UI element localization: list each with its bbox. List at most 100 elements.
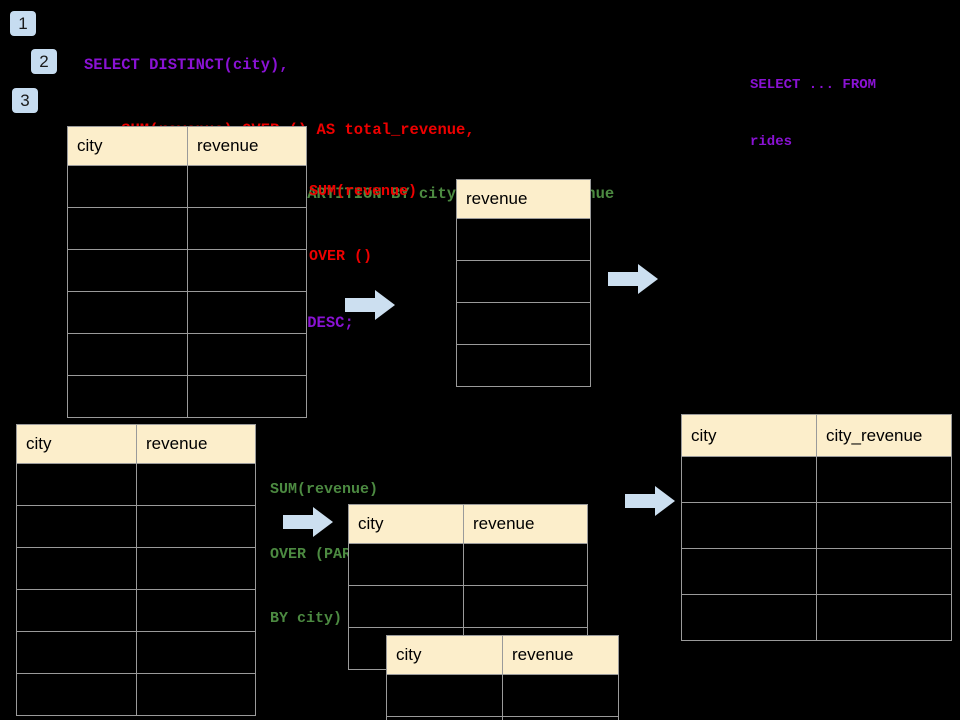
arrow-rides-to-total-revenue [345,288,395,327]
cell-revenue [456,218,591,261]
table-row [67,291,307,334]
cell-city [681,456,817,503]
annotation-over-partition-line-3: BY city) [270,610,343,627]
table-header-row: city city_revenue [681,414,952,457]
table-row [67,333,307,376]
cell-city [16,673,137,716]
table-row [348,585,588,628]
sql-line-select: SELECT DISTINCT(city), [84,56,289,74]
column-header-city: city [681,414,817,457]
cell-revenue [136,673,256,716]
annotation-over-empty-line-1: SUM(revenue) [309,183,418,200]
table-row [16,589,256,632]
table-row [348,543,588,586]
cell-city [16,547,137,590]
table-row [681,548,952,595]
column-header-city-revenue: city_revenue [816,414,952,457]
cell-revenue [136,547,256,590]
annotation-over-empty-line-2: OVER () [309,247,373,265]
table-row [456,218,591,261]
cell-city-revenue [816,548,952,595]
table-row [67,207,307,250]
table-header-row: revenue [456,179,591,219]
column-header-revenue: revenue [463,504,588,544]
partition-group-front-table: city revenue [386,635,619,720]
table-row [67,249,307,292]
cell-city-revenue [816,456,952,503]
cell-revenue [187,165,307,208]
cell-revenue [456,260,591,303]
cell-revenue [463,585,588,628]
cell-city [67,333,188,376]
cell-city [348,543,464,586]
cell-city [67,249,188,292]
table-row [16,547,256,590]
cell-city [67,165,188,208]
table-row [456,260,591,303]
cell-revenue [136,589,256,632]
table-row [681,456,952,503]
cell-revenue [187,207,307,250]
table-header-row: city revenue [16,424,256,464]
table-row [681,502,952,549]
cell-city [16,463,137,506]
column-header-city: city [386,635,503,675]
table-row [681,594,952,641]
table-row [386,674,619,717]
table-row [16,505,256,548]
cell-city [681,548,817,595]
cell-city [16,589,137,632]
cell-city [67,291,188,334]
cell-revenue [502,674,619,717]
cell-revenue [187,249,307,292]
column-header-city: city [348,504,464,544]
step-badge-3: 3 [12,88,38,113]
arrow-total-revenue-to-result [608,262,658,301]
column-header-revenue: revenue [136,424,256,464]
cell-city-revenue [816,594,952,641]
column-header-revenue: revenue [456,179,591,219]
column-header-city: city [67,126,188,166]
table-row [16,463,256,506]
cell-revenue [136,505,256,548]
table-header-row: city revenue [348,504,588,544]
table-row [386,716,619,720]
side-note-line-1: SELECT ... FROM [750,77,877,93]
cell-revenue [187,333,307,376]
table-row [456,302,591,345]
cell-city [16,631,137,674]
rides-source-table-top: city revenue [67,126,307,418]
cell-city [386,674,503,717]
cell-revenue [187,375,307,418]
cell-revenue [187,291,307,334]
table-header-row: city revenue [67,126,307,166]
cell-city [348,585,464,628]
annotation-over-partition-line-1: SUM(revenue) [270,481,379,498]
final-result-table: city city_revenue [681,414,952,641]
table-row [456,344,591,387]
cell-revenue [136,631,256,674]
step-badge-2: 2 [31,49,57,74]
side-note-select-from-rides: SELECT ... FROM rides [750,38,876,190]
cell-city [67,207,188,250]
table-row [67,165,307,208]
table-row [67,375,307,418]
cell-city [681,502,817,549]
table-row [16,673,256,716]
cell-city [386,716,503,720]
column-header-revenue: revenue [502,635,619,675]
cell-city [16,505,137,548]
cell-revenue [456,302,591,345]
annotation-sum-over-empty: SUM(revenue) OVER () [309,138,417,310]
cell-revenue [463,543,588,586]
cell-city [67,375,188,418]
cell-city-revenue [816,502,952,549]
cell-revenue [502,716,619,720]
arrow-partition-to-result [625,484,675,523]
cell-city [681,594,817,641]
cell-revenue [136,463,256,506]
column-header-revenue: revenue [187,126,307,166]
table-row [16,631,256,674]
step-badge-1: 1 [10,11,36,36]
